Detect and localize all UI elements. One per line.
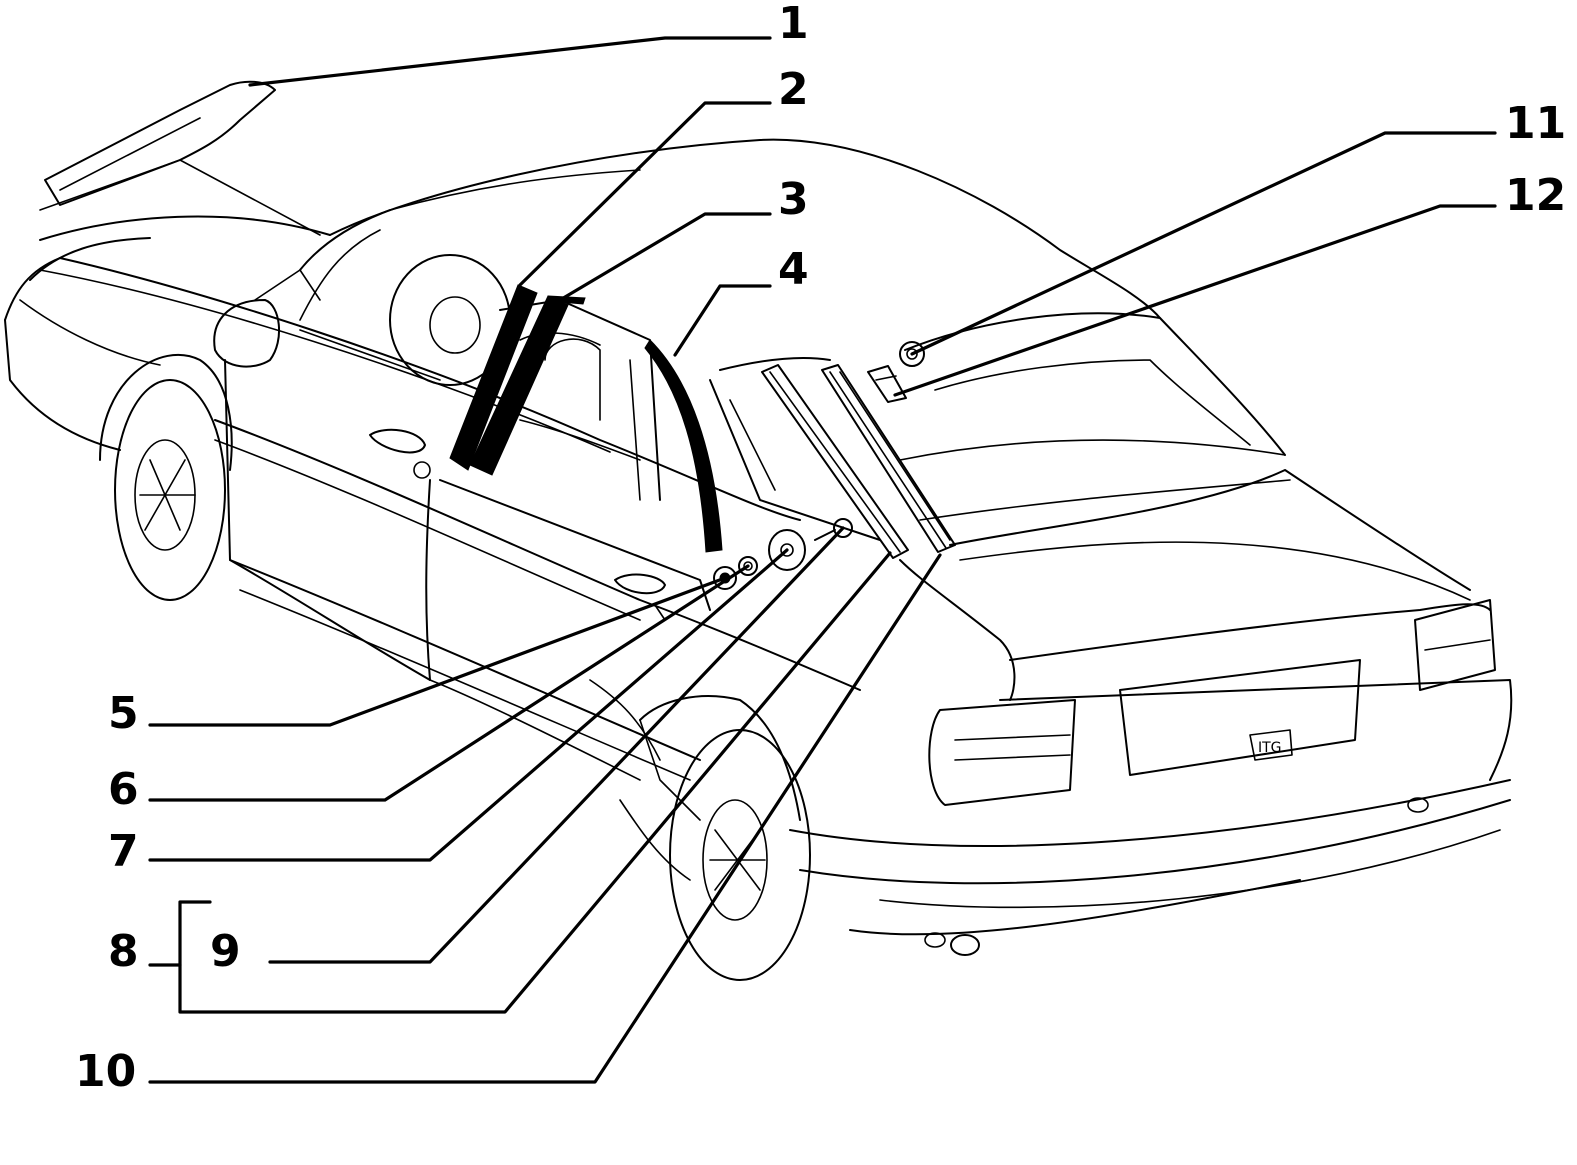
callout-8: 8 bbox=[108, 926, 139, 977]
leader-1 bbox=[248, 36, 772, 87]
leader-10 bbox=[148, 553, 942, 1084]
part-11-clip bbox=[899, 341, 925, 367]
part-10-rear-strip bbox=[761, 364, 909, 559]
callout-5: 5 bbox=[108, 688, 139, 739]
leader-8-bracket bbox=[178, 551, 892, 1014]
part-2-b-pillar-seal bbox=[449, 284, 538, 471]
leader-7 bbox=[148, 548, 789, 862]
part-3-b-pillar-trim bbox=[469, 295, 586, 476]
callout-3: 3 bbox=[778, 174, 809, 225]
part-7-grommet bbox=[768, 529, 806, 571]
emblem-glyph: ITG bbox=[1258, 740, 1282, 756]
callout-2: 2 bbox=[778, 64, 809, 115]
callout-7: 7 bbox=[108, 826, 139, 877]
part-6-washer bbox=[738, 556, 758, 576]
callout-10: 10 bbox=[75, 1046, 136, 1097]
callout-4: 4 bbox=[778, 244, 809, 295]
part-8-screw bbox=[814, 518, 853, 541]
part-12-bracket bbox=[867, 365, 907, 403]
car-body-drawing: ITG bbox=[4, 80, 1513, 981]
callout-6: 6 bbox=[108, 764, 139, 815]
callout-11: 11 bbox=[1505, 98, 1566, 149]
leader-5 bbox=[148, 576, 727, 727]
leader-lines bbox=[148, 36, 1497, 1084]
callout-9: 9 bbox=[210, 926, 241, 977]
part-9-rear-seal-strip bbox=[821, 364, 956, 553]
callout-12: 12 bbox=[1505, 170, 1566, 221]
leader-4 bbox=[673, 284, 772, 357]
callout-1: 1 bbox=[778, 0, 809, 49]
callout-labels: 1 2 3 4 5 6 7 8 9 10 11 12 bbox=[75, 0, 1566, 1097]
leader-2 bbox=[518, 101, 772, 287]
leader-9 bbox=[268, 526, 845, 964]
leader-6 bbox=[148, 564, 750, 802]
leader-11 bbox=[910, 131, 1497, 356]
part-4-c-pillar-trim bbox=[644, 339, 723, 553]
leader-3 bbox=[558, 212, 772, 302]
leader-12 bbox=[893, 204, 1497, 397]
